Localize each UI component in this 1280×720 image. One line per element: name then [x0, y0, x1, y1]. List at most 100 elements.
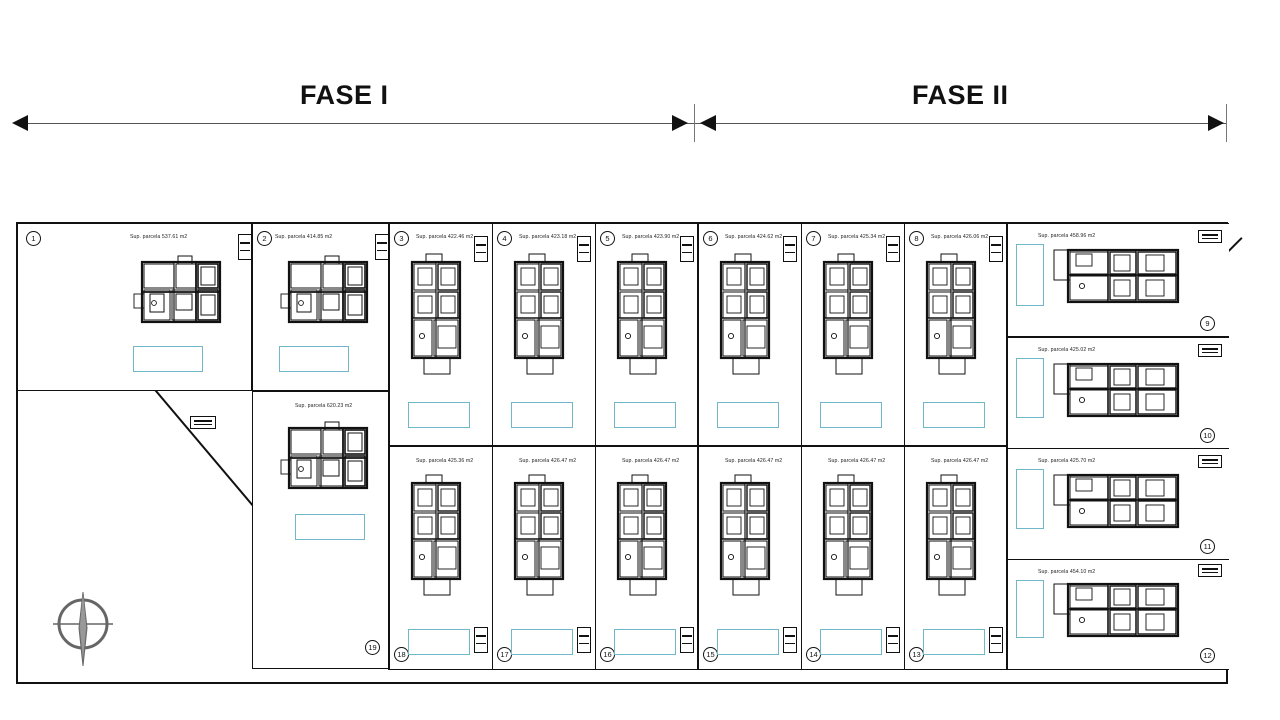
plot-16-area: Sup. parcela 426.47 m2	[622, 458, 680, 464]
plot-16-house-plan	[612, 469, 674, 609]
plot-18-car	[474, 627, 488, 653]
plot-15-area: Sup. parcela 426.47 m2	[725, 458, 783, 464]
north-arrow-icon	[48, 588, 118, 668]
plot-16-car	[680, 627, 694, 653]
dimension-arrow-left	[12, 115, 28, 131]
plot-14-area: Sup. parcela 426.47 m2	[828, 458, 886, 464]
plot-18-house-plan	[406, 469, 468, 609]
plot-13[interactable]: Sup. parcela 426.47 m2 13	[904, 446, 1008, 670]
plot-4-area: Sup. parcela 423.18 m2	[519, 234, 577, 240]
plot-6-pool	[717, 402, 779, 428]
plot-17[interactable]: Sup. parcela 426.47 m2 17	[492, 446, 596, 670]
plot-12-house-plan	[1052, 576, 1192, 644]
plot-6[interactable]: Sup. parcela 424.62 m2 6	[698, 223, 802, 446]
phase-1-title: FASE I	[300, 80, 389, 110]
plot-10[interactable]: Sup. parcela 425.02 m2 10	[1007, 337, 1229, 449]
plot-2-car	[375, 234, 389, 260]
plot-10-number: 10	[1200, 428, 1215, 443]
plot-1[interactable]: Sup. parcela 537.61 m2 1	[17, 223, 252, 391]
plot-12-car	[1198, 564, 1222, 577]
plot-3[interactable]: Sup. parcela 422.46 m2 3	[389, 223, 493, 446]
plot-11-number: 11	[1200, 539, 1215, 554]
plot-7-car	[886, 236, 900, 262]
plot-7[interactable]: Sup. parcela 425.34 m2 7	[801, 223, 905, 446]
plot-19-number: 19	[365, 640, 380, 655]
plot-2-number: 2	[257, 231, 272, 246]
plot-2-area: Sup. parcela 414.85 m2	[275, 234, 333, 240]
plot-14-pool	[820, 629, 882, 655]
plot-11[interactable]: Sup. parcela 425.70 m2 11	[1007, 448, 1229, 560]
plot-16-number: 16	[600, 647, 615, 662]
plot-18-area: Sup. parcela 425.36 m2	[416, 458, 474, 464]
plot-3-area: Sup. parcela 422.46 m2	[416, 234, 474, 240]
plot-17-number: 17	[497, 647, 512, 662]
plot-5-house-plan	[612, 248, 674, 388]
plot-7-area: Sup. parcela 425.34 m2	[828, 234, 886, 240]
plot-13-number: 13	[909, 647, 924, 662]
plot-5-area: Sup. parcela 423.90 m2	[622, 234, 680, 240]
plot-9[interactable]: Sup. parcela 458.96 m2 9	[1007, 223, 1229, 337]
plot-2-pool	[279, 346, 349, 372]
plot-12-area: Sup. parcela 454.10 m2	[1038, 569, 1096, 575]
plot-18-pool	[408, 629, 470, 655]
plot-7-house-plan	[818, 248, 880, 388]
dimension-arrow-phase2-start	[700, 115, 716, 131]
phase-2-title: FASE II	[912, 80, 1009, 110]
plot-8-car	[989, 236, 1003, 262]
plot-10-area: Sup. parcela 425.02 m2	[1038, 347, 1096, 353]
plot-16[interactable]: Sup. parcela 426.47 m2 16	[595, 446, 699, 670]
plot-2[interactable]: Sup. parcela 414.85 m2 2	[252, 223, 390, 391]
band-divider-left	[388, 224, 390, 670]
plot-5-car	[680, 236, 694, 262]
plot-13-car	[989, 627, 1003, 653]
plot-8-number: 8	[909, 231, 924, 246]
plot-9-area: Sup. parcela 458.96 m2	[1038, 233, 1096, 239]
dimension-arrow-phase1-end	[672, 115, 688, 131]
plot-9-number: 9	[1200, 316, 1215, 331]
plot-5-number: 5	[600, 231, 615, 246]
plot-17-house-plan	[509, 469, 571, 609]
plot-11-pool	[1016, 469, 1044, 529]
plot-14[interactable]: Sup. parcela 426.47 m2 14	[801, 446, 905, 670]
plot-12[interactable]: Sup. parcela 454.10 m2 12	[1007, 559, 1229, 670]
plot-11-car	[1198, 455, 1222, 468]
plot-4[interactable]: Sup. parcela 423.18 m2 4	[492, 223, 596, 446]
plot-6-house-plan	[715, 248, 777, 388]
plot-14-number: 14	[806, 647, 821, 662]
plot-19-house-plan	[275, 416, 380, 506]
plot-1-area: Sup. parcela 537.61 m2	[130, 234, 188, 240]
phase-dimension-line	[16, 123, 1226, 124]
phase-divider	[697, 224, 699, 670]
plot-19[interactable]: Sup. parcela 620.23 m2 19	[252, 391, 390, 669]
plot-3-car	[474, 236, 488, 262]
plot-1-car	[238, 234, 252, 260]
plot-3-pool	[408, 402, 470, 428]
plot-13-house-plan	[921, 469, 983, 609]
plot-7-pool	[820, 402, 882, 428]
plot-4-house-plan	[509, 248, 571, 388]
plot-18[interactable]: Sup. parcela 425.36 m2 18	[389, 446, 493, 670]
plot-1-pool	[133, 346, 203, 372]
plot-15-house-plan	[715, 469, 777, 609]
plot-5[interactable]: Sup. parcela 423.90 m2 5	[595, 223, 699, 446]
plot-8[interactable]: Sup. parcela 426.06 m2 8	[904, 223, 1008, 446]
plot-10-pool	[1016, 358, 1044, 418]
plot-19-area: Sup. parcela 620.23 m2	[295, 403, 353, 409]
plot-3-house-plan	[406, 248, 468, 388]
plot-15[interactable]: Sup. parcela 426.47 m2 15	[698, 446, 802, 670]
plot-17-area: Sup. parcela 426.47 m2	[519, 458, 577, 464]
plot-9-house-plan	[1052, 242, 1192, 310]
phase-boundary-tick	[694, 104, 695, 142]
plot-2-house-plan	[275, 250, 380, 340]
dimension-arrow-right	[1208, 115, 1224, 131]
plot-15-pool	[717, 629, 779, 655]
plot-5-pool	[614, 402, 676, 428]
plot-18-number: 18	[394, 647, 409, 662]
plot-12-pool	[1016, 580, 1044, 638]
plot-4-pool	[511, 402, 573, 428]
plot-1-number: 1	[26, 231, 41, 246]
band-divider-right	[1006, 224, 1008, 670]
phase-end-tick	[1226, 104, 1227, 142]
plot-8-area: Sup. parcela 426.06 m2	[931, 234, 989, 240]
